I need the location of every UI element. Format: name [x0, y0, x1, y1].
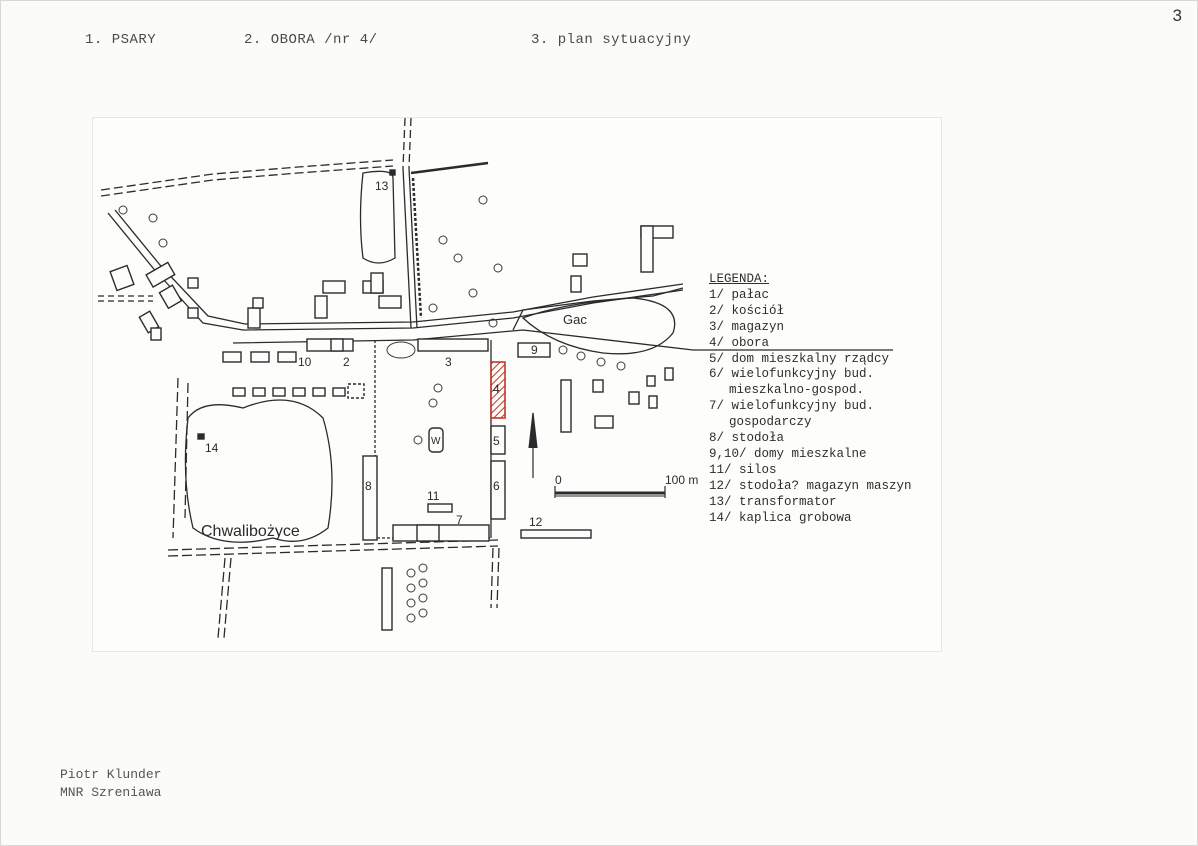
footer: Piotr Klunder MNR Szreniawa: [60, 766, 161, 802]
legend-item: gospodarczy: [729, 415, 812, 430]
label-5: 5: [493, 434, 500, 448]
building-4-highlighted: [490, 361, 506, 419]
label-9: 9: [531, 343, 538, 357]
label-8: 8: [365, 479, 372, 493]
label-12: 12: [529, 515, 543, 529]
building-3: [417, 338, 489, 352]
institution-name: MNR Szreniawa: [60, 785, 162, 800]
label-well: W: [431, 436, 441, 447]
legend-item: 2/ kościół: [709, 303, 785, 318]
site-plan-map: 0 100 m 10 2 3 9 4 5 6 8 7 11 12 13 14 W…: [92, 117, 942, 652]
label-6: 6: [493, 479, 500, 493]
area-14: [184, 399, 333, 543]
legend-item: mieszkalno-gospod.: [729, 383, 865, 398]
legend-item: 4/ obora: [709, 335, 770, 350]
road-dashed-north: [100, 165, 394, 197]
building-11: [427, 503, 453, 513]
site-plan-drawing: 0 100 m 10 2 3 9 4 5 6 8 7 11 12 13 14 W…: [98, 118, 893, 639]
legend-item: 1/ pałac: [709, 287, 770, 302]
legend: LEGENDA: 1/ pałac 2/ kościół 3/ magazyn …: [709, 272, 912, 527]
building-7: [392, 524, 490, 542]
legend-item: 11/ silos: [709, 462, 777, 477]
area-13: [359, 170, 396, 264]
legend-item: 5/ dom mieszkalny rządcy: [709, 351, 890, 366]
label-2: 2: [343, 355, 350, 369]
scale-end: 100 m: [665, 473, 698, 487]
well: [428, 427, 444, 453]
grove-gac: [521, 297, 676, 355]
label-grove: Gac: [563, 312, 587, 327]
label-13: 13: [375, 179, 389, 193]
scale-start: 0: [555, 473, 562, 487]
road-vertical: [402, 118, 412, 169]
label-11: 11: [427, 489, 440, 503]
legend-item: 8/ stodoła: [709, 431, 785, 446]
page-number: 3: [1172, 6, 1182, 25]
label-14: 14: [205, 441, 219, 455]
label-4: 4: [493, 382, 500, 396]
header-plan-type: 3. plan sytuacyjny: [531, 32, 692, 48]
header-location: 1. PSARY: [85, 32, 157, 48]
label-place: Chwalibożyce: [201, 523, 300, 540]
label-7: 7: [456, 513, 463, 527]
label-10: 10: [298, 355, 312, 369]
building-6: [490, 460, 506, 520]
legend-item: 13/ transformator: [709, 494, 837, 509]
legend-item: 14/ kaplica grobowa: [709, 510, 852, 525]
legend-item: 9,10/ domy mieszkalne: [709, 446, 867, 461]
author-name: Piotr Klunder: [60, 767, 162, 782]
header-object: 2. OBORA /nr 4/: [244, 32, 378, 48]
label-3: 3: [445, 355, 452, 369]
legend-item: 6/ wielofunkcyjny bud.: [709, 367, 875, 382]
legend-title: LEGENDA:: [709, 272, 770, 286]
building-10: [306, 338, 354, 352]
building-5: [490, 425, 506, 455]
building-12: [520, 529, 592, 539]
road-main: [242, 289, 684, 331]
building-8: [362, 455, 378, 541]
building-9: [517, 342, 551, 358]
legend-item: 3/ magazyn: [709, 319, 785, 334]
legend-item: 12/ stodoła? magazyn maszyn: [709, 478, 912, 493]
legend-item: 7/ wielofunkcyjny bud.: [709, 399, 875, 414]
